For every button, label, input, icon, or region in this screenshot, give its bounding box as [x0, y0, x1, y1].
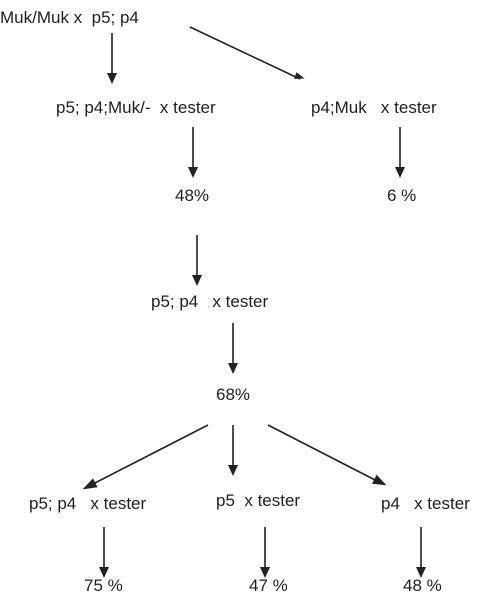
node-bottom-left-cross: p5; p4 x tester: [29, 494, 147, 513]
node-right-percentage: 6 %: [387, 186, 417, 205]
node-p5p4-cross: p5; p4 x tester: [151, 292, 269, 311]
node-p5p4-percentage: 68%: [216, 385, 251, 404]
arrow-bottom-right-to-pct: [416, 527, 426, 578]
node-left-percentage: 48%: [175, 186, 210, 205]
arrow-right-to-pct: [395, 127, 405, 178]
node-bottom-right-cross: p4 x tester: [381, 494, 470, 513]
arrow-p5p4-to-pct: [228, 323, 238, 374]
arrow-pct-to-bottom-mid: [228, 425, 238, 476]
node-right-cross: p4;Muk x tester: [311, 98, 437, 117]
node-bottom-left-percentage: 75 %: [84, 576, 123, 595]
node-left-cross: p5; p4;Muk/- x tester: [56, 98, 216, 117]
arrow-pct-to-bottom-right: [267, 424, 387, 486]
arrow-bottom-mid-to-pct: [260, 527, 270, 578]
node-bottom-right-percentage: 48 %: [403, 576, 442, 595]
arrow-parent-to-left: [107, 33, 117, 84]
arrow-bottom-left-to-pct: [99, 527, 109, 578]
node-bottom-mid-percentage: 47 %: [249, 576, 288, 595]
arrow-pct-to-bottom-left: [82, 424, 209, 490]
node-bottom-mid-cross: p5 x tester: [216, 491, 301, 510]
arrow-pct-to-p5p4: [192, 235, 202, 286]
node-parent-cross: Muk/Muk x p5; p4: [0, 8, 139, 27]
arrow-left-to-pct: [188, 127, 198, 178]
arrow-parent-to-right: [189, 26, 305, 80]
